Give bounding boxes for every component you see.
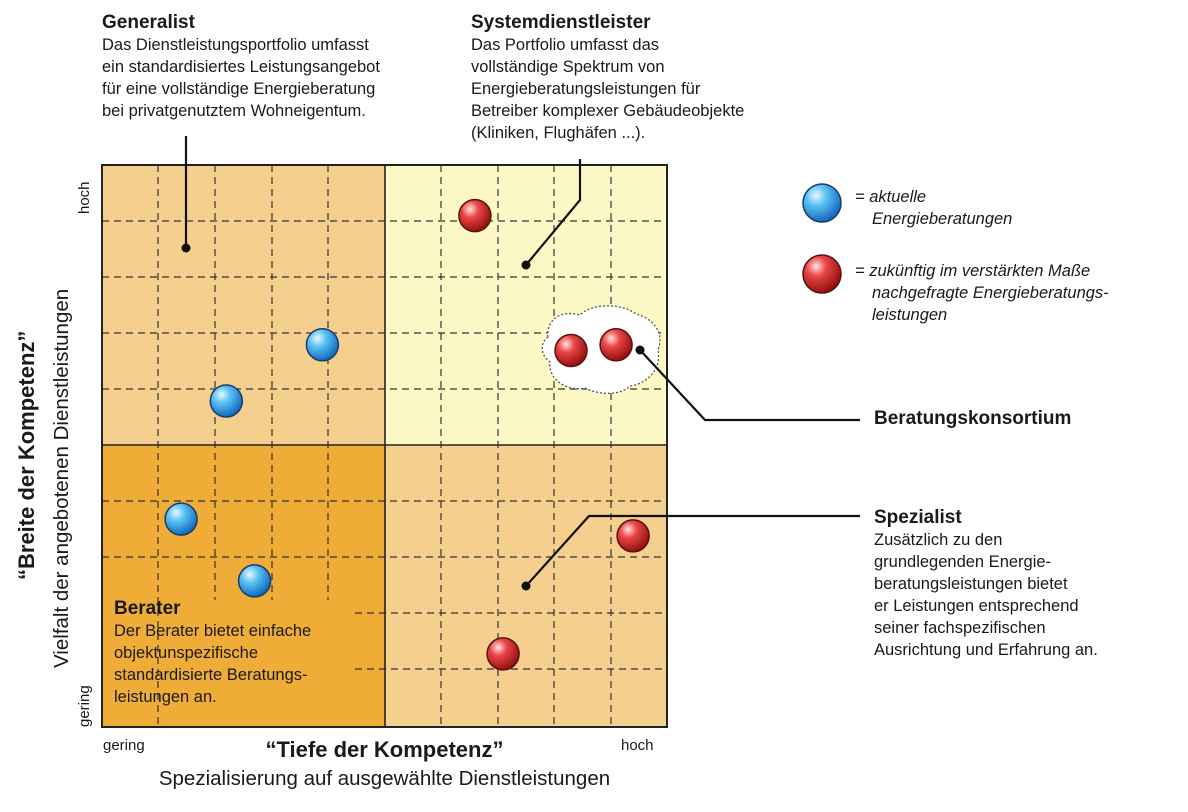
legend-future-text: = zukünftig im verstärkten Maße nachgefr… <box>855 260 1109 326</box>
legend-future-line-2: nachgefragte Energieberatungs- <box>872 284 1109 302</box>
x-axis-high-label: hoch <box>621 737 654 754</box>
legend-future-ball <box>802 254 842 294</box>
systemdienstleister-line-2: vollständige Spektrum von <box>471 58 665 76</box>
spezialist-annotation: Spezialist Zusätzlich zu den grundlegend… <box>874 507 1098 661</box>
systemdienstleister-line-4: Betreiber komplexer Gebäudeobjekte <box>471 102 745 120</box>
anchor-dots <box>181 243 645 591</box>
future-consulting-ball-4 <box>616 519 650 553</box>
leader-systemdienstleister <box>525 159 582 266</box>
systemdienstleister-line-1: Das Portfolio umfasst das <box>471 36 659 54</box>
chart-frame <box>101 164 668 728</box>
generalist-line-3: für eine vollständige Energieberatung <box>102 80 376 98</box>
legend-current-ball <box>802 183 842 223</box>
current-consulting-ball-2 <box>209 384 244 418</box>
systemdienstleister-title: Systemdienstleister <box>471 12 651 33</box>
legend-current-line-2: Energieberatungen <box>872 210 1013 228</box>
x-axis-low-label: gering <box>103 737 145 754</box>
legend-future-line-3: leistungen <box>872 306 948 324</box>
consortium-label: Beratungskonsortium <box>874 408 1072 429</box>
current-consulting-ball-1 <box>305 328 340 362</box>
legend-current-line-1: = aktuelle <box>855 188 927 206</box>
y-axis-subtitle: Vielfalt der angebotenen Dienstleistunge… <box>50 288 73 668</box>
data-markers <box>164 198 650 671</box>
leader-spezialist <box>525 514 860 587</box>
spezialist-line-2: grundlegenden Energie- <box>874 553 1052 571</box>
berater-line-1: Der Berater bietet einfache <box>114 622 312 640</box>
y-axis-low-label: gering <box>76 685 93 727</box>
current-consulting-ball-4 <box>237 564 272 598</box>
spezialist-line-3: beratungsleistungen bietet <box>874 575 1068 593</box>
leader-consortium <box>639 349 860 422</box>
future-consulting-ball-5 <box>486 637 520 671</box>
generalist-annotation: Generalist Das Dienstleistungsportfolio … <box>102 12 380 122</box>
berater-annotation: Berater Der Berater bietet einfache obje… <box>114 598 311 708</box>
x-axis-title: “Tiefe der Kompetenz” <box>265 737 504 762</box>
current-consulting-ball-3 <box>164 502 198 536</box>
future-consulting-ball-2 <box>554 333 588 368</box>
generalist-line-4: bei privatgenutztem Wohneigentum. <box>102 102 366 120</box>
leader-lines <box>184 136 860 587</box>
quadrant-systemdienstleister <box>385 165 667 445</box>
legend-future-line-1: = zukünftig im verstärkten Maße <box>855 262 1091 280</box>
berater-line-3: standardisierte Beratungs- <box>114 666 308 684</box>
systemdienstleister-line-3: Energieberatungsleistungen für <box>471 80 701 98</box>
quadrant-dividers <box>102 165 667 727</box>
berater-line-2: objektunspezifische <box>114 644 259 662</box>
spezialist-line-6: Ausrichtung und Erfahrung an. <box>874 641 1098 659</box>
systemdienstleister-line-5: (Kliniken, Flughäfen ...). <box>471 124 646 142</box>
spezialist-line-4: er Leistungen entsprechend <box>874 597 1079 615</box>
generalist-line-2: ein standardisiertes Leistungsangebot <box>102 58 380 76</box>
berater-line-4: leistungen an. <box>114 688 217 706</box>
quadrant-generalist <box>102 165 385 445</box>
future-consulting-ball-3 <box>599 328 633 362</box>
generalist-title: Generalist <box>102 12 195 33</box>
legend-current-text: = aktuelle Energieberatungen <box>855 186 1012 230</box>
spezialist-line-1: Zusätzlich zu den <box>874 531 1003 549</box>
y-axis-title: “Breite der Kompetenz” <box>14 330 39 580</box>
future-consulting-ball-1 <box>458 198 492 233</box>
berater-title: Berater <box>114 598 181 619</box>
y-axis-high-label: hoch <box>76 181 93 214</box>
spezialist-line-5: seiner fachspezifischen <box>874 619 1046 637</box>
spezialist-title: Spezialist <box>874 507 962 528</box>
generalist-line-1: Das Dienstleistungsportfolio umfasst <box>102 36 369 54</box>
systemdienstleister-annotation: Systemdienstleister Das Portfolio umfass… <box>471 12 744 144</box>
x-axis-subtitle: Spezialisierung auf ausgewählte Dienstle… <box>158 767 611 790</box>
